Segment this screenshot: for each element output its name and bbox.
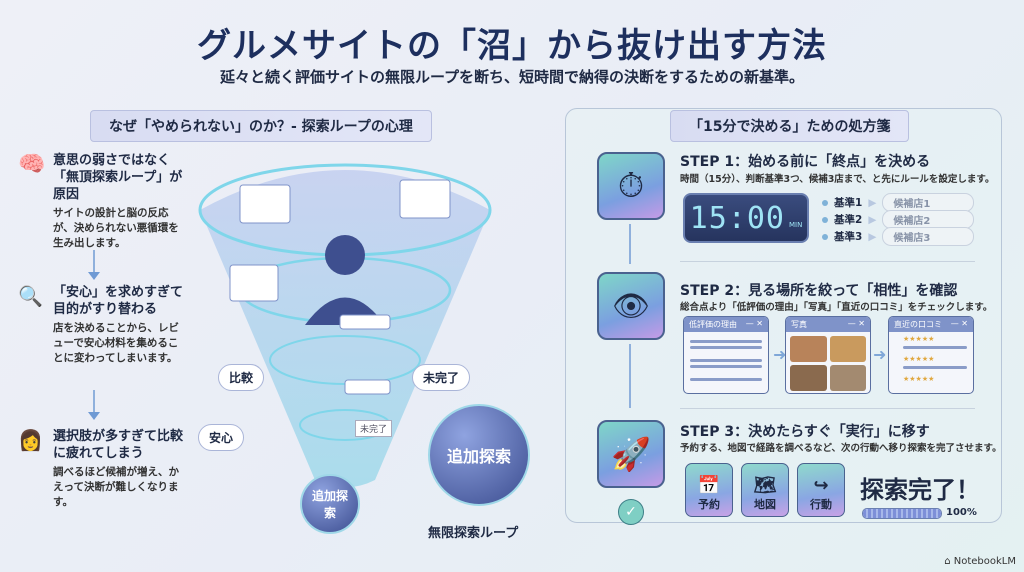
criteria-row: 基準3▶候補店3 <box>822 227 975 246</box>
step-connector <box>629 344 631 408</box>
stopwatch-icon: ⏱ <box>597 152 665 220</box>
step-connector <box>629 224 631 264</box>
progress-bar <box>862 508 942 519</box>
forward-arrow-icon: ↪ <box>813 475 829 496</box>
funnel-card-unfinished: 未完了 <box>355 420 393 437</box>
progress-label: 100% <box>946 507 977 518</box>
step2-desc: 総合点より「低評価の理由」「写真」「直近の口コミ」をチェックします。 <box>680 302 993 313</box>
arrow-right-icon: ➜ <box>873 345 887 364</box>
timer-unit: MIN <box>788 221 803 229</box>
right-section-header: 「15分で決める」ための処方箋 <box>670 110 910 142</box>
timer-display: 15:00 MIN <box>683 193 809 243</box>
magnifier-icon: 🔍 <box>18 284 43 308</box>
additional-search-bubble: 追加探索 <box>428 404 530 506</box>
eye-search-icon: 👁 <box>597 272 665 340</box>
infinite-loop-caption: 無限探索ループ <box>428 526 519 541</box>
calendar-check-icon: 📅 <box>697 475 721 496</box>
divider <box>680 261 975 262</box>
item-heading: 「安心」を求めすぎて目的がすり替わる <box>53 285 184 317</box>
item-body: 調べるほど候補が増え、かえって決断が難しくなります。 <box>53 466 179 508</box>
funnel-tag-unfinished: 未完了 <box>412 364 471 391</box>
map-pin-icon: 🗺 <box>753 475 777 496</box>
arrow-right-icon: ➜ <box>773 345 787 364</box>
reserve-button: 📅予約 <box>685 463 733 517</box>
tired-person-icon: 👩 <box>18 428 43 452</box>
step1-desc: 時間（15分）、判断基準3つ、候補3店まで、と先にルールを設定します。 <box>680 174 995 185</box>
progress-fill <box>863 509 941 518</box>
brain-gear-icon: 🧠 <box>18 152 46 177</box>
window-recent-reviews: 直近の口コミ— ✕★★★★★★★★★★★★★★★ <box>888 316 974 394</box>
rocket-icon: 🚀 <box>597 420 665 488</box>
page-title: グルメサイトの「沼」から抜け出す方法 <box>197 26 827 66</box>
criteria-row: 基準2▶候補店2 <box>822 210 975 229</box>
funnel-tag-reassurance: 安心 <box>198 424 245 451</box>
step2-title: STEP 2：見る場所を絞って「相性」を確認 <box>680 283 958 299</box>
cause-item-3: 👩 選択肢が多すぎて比較に疲れてしまう 調べるほど候補が増え、かえって決断が難し… <box>18 428 188 510</box>
item-heading: 意思の弱さではなく「無頂探索ループ」が原因 <box>53 153 183 202</box>
search-complete-label: 探索完了！ <box>860 476 980 504</box>
check-circle-icon: ✓ <box>618 499 644 525</box>
left-section-header: なぜ「やめられない」のか？- 探索ループの心理 <box>90 110 432 142</box>
timer-value: 15:00 <box>689 200 785 236</box>
cause-item-2: 🔍 「安心」を求めすぎて目的がすり替わる 店を決めることから、レビューで安心材料… <box>18 284 188 366</box>
arrow-down-icon <box>88 390 100 420</box>
arrow-down-icon <box>88 250 100 280</box>
funnel-tag-compare: 比較 <box>218 364 265 391</box>
window-low-rating-reasons: 低評価の理由— ✕ <box>683 316 769 394</box>
additional-search-small-bubble: 追加探索 <box>300 474 360 534</box>
criteria-list: 基準1▶候補店1 基準2▶候補店2 基準3▶候補店3 <box>822 193 975 246</box>
person-head <box>325 235 365 275</box>
step3-desc: 予約する、地図で経路を調べるなど、次の行動へ移り探索を完了させます。 <box>680 443 1002 454</box>
notebooklm-logo: ⌂ NotebookLM <box>944 556 1016 567</box>
window-photos: 写真— ✕ <box>785 316 871 394</box>
action-button: ↪行動 <box>797 463 845 517</box>
map-button: 🗺地図 <box>741 463 789 517</box>
step1-title: STEP 1：始める前に「終点」を決める <box>680 154 931 170</box>
page-subtitle: 延々と続く評価サイトの無限ループを断ち、短時間で納得の決断をするための新基準。 <box>219 68 805 86</box>
item-body: 店を決めることから、レビューで安心材料を集めることに変わってしまいます。 <box>53 322 179 364</box>
step3-title: STEP 3：決めたらすぐ「実行」に移す <box>680 424 930 440</box>
item-heading: 選択肢が多すぎて比較に疲れてしまう <box>53 429 184 461</box>
item-body: サイトの設計と脳の反応が、決められない悪循環を生み出します。 <box>53 207 179 249</box>
divider <box>680 408 975 409</box>
cause-item-1: 🧠 意思の弱さではなく「無頂探索ループ」が原因 サイトの設計と脳の反応が、決めら… <box>18 152 188 251</box>
search-loop-funnel <box>198 163 492 488</box>
criteria-row: 基準1▶候補店1 <box>822 193 975 212</box>
